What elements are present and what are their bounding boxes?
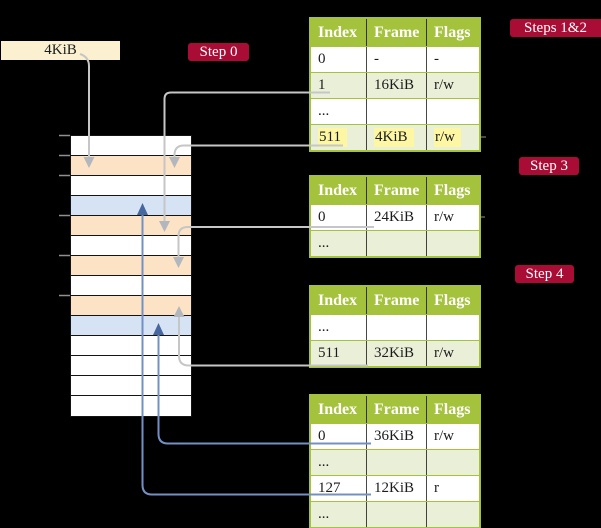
memory-row	[71, 256, 191, 276]
column-header-index: Index	[318, 401, 358, 418]
table-row: ...	[311, 314, 479, 340]
step-3-badge: Step 3	[519, 157, 579, 175]
table-row: 127 12KiB r	[311, 475, 479, 501]
column-header-frame: Frame	[366, 177, 426, 204]
table-row: 0 36KiB r/w	[311, 423, 479, 449]
table-header-row: Index Frame Flags	[311, 177, 479, 204]
column-header-flags: Flags	[426, 19, 479, 46]
table-row: ...	[311, 449, 479, 475]
step-0-badge: Step 0	[188, 43, 249, 61]
table-row-highlighted: 511 4KiB r/w	[311, 124, 479, 150]
page-table-step-4: Index Frame Flags ... 511 32KiB r/w	[309, 285, 481, 368]
column-header-flags: Flags	[426, 177, 479, 204]
memory-row	[71, 216, 191, 236]
memory-row	[71, 276, 191, 296]
table-row: 1 16KiB r/w	[311, 72, 479, 98]
table-row: 511 32KiB r/w	[311, 340, 479, 366]
column-header-frame: Frame	[366, 396, 426, 423]
memory-row	[71, 236, 191, 256]
page-table-last-level: Index Frame Flags 0 36KiB r/w ... 127 12…	[309, 394, 481, 528]
memory-row	[71, 356, 191, 376]
page-table-step-3: Index Frame Flags 0 24KiB r/w ...	[309, 175, 481, 258]
column-header-flags: Flags	[426, 287, 479, 314]
frame-address-box: 4KiB	[1, 41, 120, 60]
table-row: ...	[311, 501, 479, 527]
page-table-steps-1-2: Index Frame Flags 0 - - 1 16KiB r/w ... …	[309, 17, 481, 152]
step-4-badge: Step 4	[515, 265, 574, 283]
column-header-frame: Frame	[366, 19, 426, 46]
table-header-row: Index Frame Flags	[311, 287, 479, 314]
memory-row	[71, 336, 191, 356]
memory-row	[71, 136, 191, 156]
column-header-flags: Flags	[426, 396, 479, 423]
table-header-row: Index Frame Flags	[311, 19, 479, 46]
table-row: ...	[311, 98, 479, 124]
column-header-frame: Frame	[366, 287, 426, 314]
memory-boundary-ticks	[59, 134, 70, 297]
column-header-index: Index	[318, 24, 358, 41]
table-row: 0 24KiB r/w	[311, 204, 479, 230]
column-header-index: Index	[318, 182, 358, 199]
memory-row	[71, 396, 191, 416]
memory-row	[71, 376, 191, 396]
memory-row	[71, 196, 191, 216]
memory-row	[71, 316, 191, 336]
memory-row	[71, 296, 191, 316]
table-row: 0 - -	[311, 46, 479, 72]
physical-memory-column	[70, 135, 192, 417]
column-header-index: Index	[318, 292, 358, 309]
memory-row	[71, 156, 191, 176]
table-header-row: Index Frame Flags	[311, 396, 479, 423]
steps-1-2-badge: Steps 1&2	[510, 19, 601, 37]
table-row: ...	[311, 230, 479, 256]
memory-row	[71, 176, 191, 196]
